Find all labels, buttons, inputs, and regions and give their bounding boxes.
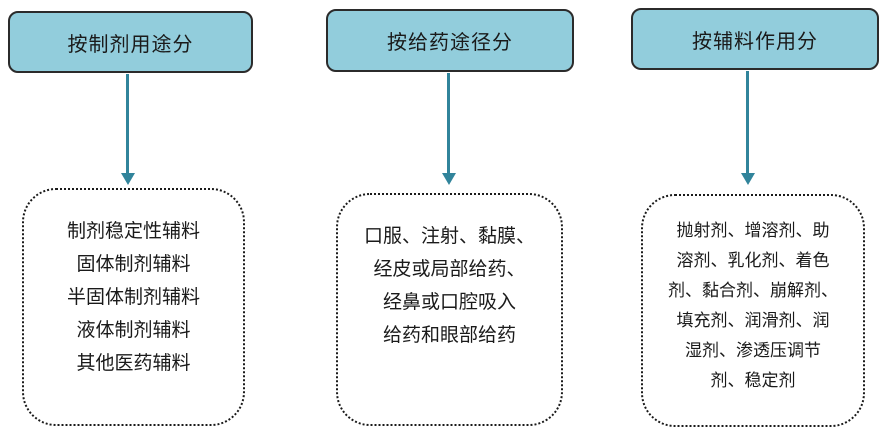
list-item: 液体制剂辅料 <box>76 319 191 341</box>
list-box-administration-route: 口服、注射、黏膜、 经皮或局部给药、 经鼻或口腔吸入 给药和眼部给药 <box>336 193 563 426</box>
list-box-excipient-function: 抛射剂、增溶剂、助 溶剂、乳化剂、着色 剂、黏合剂、崩解剂、 填充剂、润滑剂、润… <box>641 194 865 427</box>
header-label: 按给药途径分 <box>387 30 513 54</box>
arrow-head <box>120 173 135 185</box>
list-item: 固体制剂辅料 <box>76 253 191 275</box>
header-by-excipient-function: 按辅料作用分 <box>631 8 879 70</box>
list-item: 剂、黏合剂、崩解剂、 <box>668 281 838 301</box>
list-item: 制剂稳定性辅料 <box>66 220 200 242</box>
list-item: 给药和眼部给药 <box>382 324 516 346</box>
list-item: 抛射剂、增溶剂、助 <box>676 221 830 241</box>
arrow-shaft <box>126 74 129 174</box>
header-by-preparation-use: 按制剂用途分 <box>8 11 253 73</box>
list-item: 剂、稳定剂 <box>710 371 796 391</box>
list-item: 填充剂、润滑剂、润 <box>676 311 830 331</box>
arrow-shaft <box>746 71 749 174</box>
arrow-shaft <box>447 73 450 174</box>
list-item: 半固体制剂辅料 <box>66 286 200 308</box>
list-item: 口服、注射、黏膜、 <box>363 225 535 247</box>
arrow-head <box>441 173 456 185</box>
header-label: 按辅料作用分 <box>692 28 818 53</box>
list-item: 经鼻或口腔吸入 <box>382 291 516 313</box>
arrow-head <box>740 173 755 185</box>
list-item: 溶剂、乳化剂、着色 <box>676 251 830 271</box>
list-box-preparation-use: 制剂稳定性辅料 固体制剂辅料 半固体制剂辅料 液体制剂辅料 其他医药辅料 <box>22 188 245 426</box>
header-label: 按制剂用途分 <box>67 31 194 56</box>
list-item: 湿剂、渗透压调节 <box>685 341 821 361</box>
list-item: 经皮或局部给药、 <box>373 258 526 280</box>
header-by-administration-route: 按给药途径分 <box>326 9 574 72</box>
list-item: 其他医药辅料 <box>76 352 191 374</box>
